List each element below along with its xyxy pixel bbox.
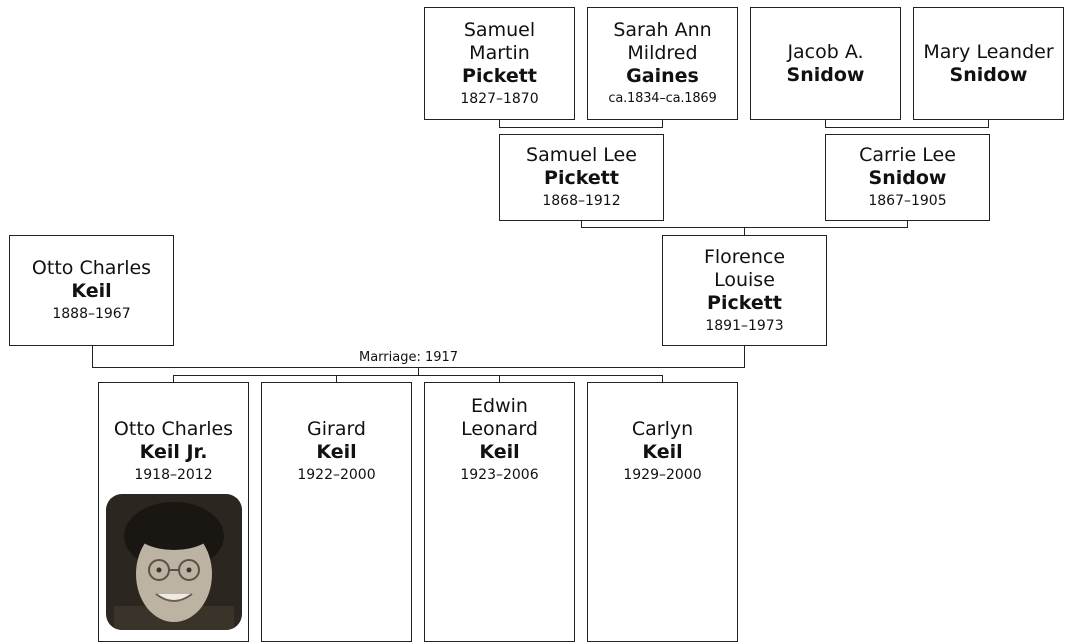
surname: Snidow [868,167,947,189]
connector-line [825,127,989,128]
given-name: Edwin Leonard [461,395,538,440]
person-carlyn-keil[interactable]: Carlyn Keil 1929–2000 [587,382,738,642]
given-name: Carrie Lee [859,144,956,166]
connector-line [744,345,745,368]
connector-line [92,345,93,368]
connector-line [499,127,663,128]
life-dates: 1827–1870 [460,90,539,107]
connector-line [336,375,337,383]
connector-line [418,367,419,376]
life-dates: 1922–2000 [297,467,376,483]
connector-line [499,375,500,383]
surname: Pickett [462,64,537,87]
person-otto-charles-keil[interactable]: Otto Charles Keil 1888–1967 [9,235,174,346]
life-dates: ca.1834–ca.1869 [608,90,717,106]
connector-line [988,119,989,128]
connector-line [662,119,663,128]
life-dates: 1923–2006 [460,467,539,483]
person-sarah-ann-mildred-gaines[interactable]: Sarah Ann Mildred Gaines ca.1834–ca.1869 [587,7,738,120]
person-girard-keil[interactable]: Girard Keil 1922–2000 [261,382,412,642]
person-samuel-martin-pickett[interactable]: Samuel Martin Pickett 1827–1870 [424,7,575,120]
surname: Keil [316,441,357,463]
life-dates: 1868–1912 [542,193,621,209]
surname: Snidow [949,63,1028,86]
connector-line [173,375,663,376]
surname: Keil [479,441,520,463]
person-carrie-lee-snidow[interactable]: Carrie Lee Snidow 1867–1905 [825,134,990,221]
person-otto-charles-keil-jr[interactable]: Otto Charles Keil Jr. 1918–2012 [98,382,249,642]
life-dates: 1888–1967 [52,306,131,322]
given-name: Carlyn [631,418,694,440]
given-name: Jacob A. [787,40,864,63]
surname: Pickett [707,291,782,314]
surname: Keil [71,280,112,302]
connector-line [499,119,500,128]
given-name: Samuel Martin [463,18,536,64]
surname: Keil [642,441,683,463]
person-mary-leander-snidow[interactable]: Mary Leander Snidow [913,7,1064,120]
given-name: Otto Charles [31,257,152,279]
surname: Gaines [626,64,699,87]
life-dates: 1929–2000 [623,467,702,483]
given-name: Otto Charles [113,418,234,440]
connector-line [173,375,174,383]
given-name: Florence Louise [703,245,786,291]
given-name: Sarah Ann Mildred [613,18,712,64]
connector-line [744,227,745,236]
given-name: Samuel Lee [526,144,637,166]
surname: Pickett [544,167,619,189]
person-florence-louise-pickett[interactable]: Florence Louise Pickett 1891–1973 [662,235,827,346]
person-edwin-leonard-keil[interactable]: Edwin Leonard Keil 1923–2006 [424,382,575,642]
given-name: Girard [307,418,366,440]
life-dates: 1867–1905 [868,193,947,209]
person-samuel-lee-pickett[interactable]: Samuel Lee Pickett 1868–1912 [499,134,664,221]
connector-line [907,220,908,228]
person-jacob-a-snidow[interactable]: Jacob A. Snidow [750,7,901,120]
surname: Keil Jr. [139,441,208,463]
life-dates: 1891–1973 [705,317,784,334]
portrait-photo [105,494,242,630]
life-dates: 1918–2012 [134,467,213,483]
connector-line [662,375,663,383]
marriage-label: Marriage: 1917 [356,350,462,366]
connector-line [825,119,826,128]
given-name: Mary Leander [923,40,1054,63]
connector-line [581,220,582,228]
surname: Snidow [786,63,865,86]
